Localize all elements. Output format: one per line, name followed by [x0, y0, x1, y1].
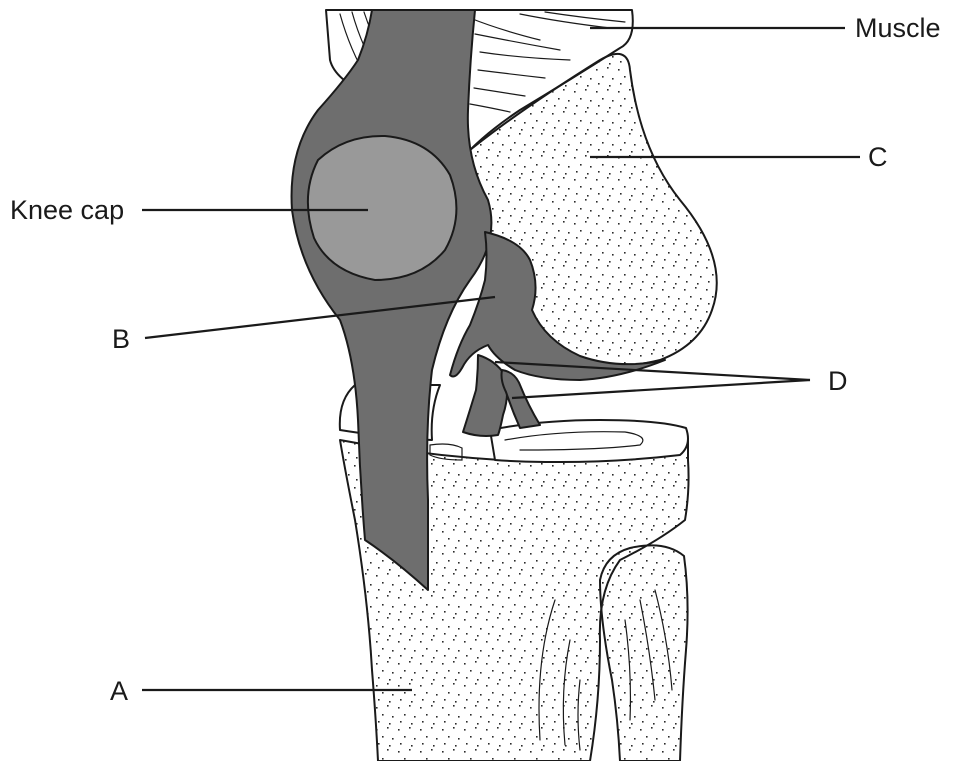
fibula — [600, 545, 688, 761]
label-knee-cap: Knee cap — [10, 195, 124, 225]
label-d: D — [828, 366, 848, 396]
label-muscle: Muscle — [855, 13, 941, 43]
label-a: A — [110, 676, 128, 706]
label-c: C — [868, 142, 888, 172]
label-b: B — [112, 324, 130, 354]
leader-d-lower — [512, 380, 810, 398]
knee-cap — [308, 136, 457, 280]
